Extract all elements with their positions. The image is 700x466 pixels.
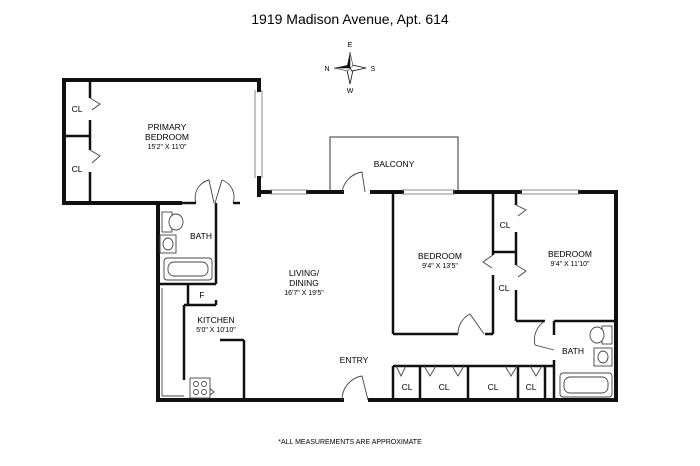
primary-bedroom-label: PRIMARY — [148, 122, 187, 132]
balcony-outline — [329, 136, 459, 190]
primary-bedroom-dims: 15'2" X 11'0" — [147, 144, 187, 151]
compass-n-label: N — [324, 66, 329, 73]
closet-label: CL — [499, 283, 510, 293]
compass-s-label: S — [371, 66, 376, 73]
closet-label: CL — [526, 382, 537, 392]
bath-left-label: BATH — [190, 231, 212, 241]
closet-label: CL — [402, 382, 413, 392]
doors — [89, 97, 555, 401]
kitchen-dims: 5'0" X 10'10" — [196, 327, 236, 334]
bath-right-label: BATH — [562, 346, 584, 356]
compass-w-label: W — [347, 88, 354, 95]
closet-label: CL — [72, 164, 83, 174]
bath-left-fixtures — [159, 211, 213, 281]
compass-e-label: E — [348, 42, 353, 49]
bedroom-mid-label: BEDROOM — [418, 251, 462, 261]
fridge-label: F — [199, 290, 204, 300]
bedroom-right-dims: 9'4" X 11'10" — [550, 261, 590, 268]
bedroom-right-label: BEDROOM — [548, 249, 592, 259]
kitchen-fixtures — [161, 288, 211, 399]
closet-label: CL — [72, 104, 83, 114]
interior-walls — [64, 80, 616, 400]
plan-title: 1919 Madison Avenue, Apt. 614 — [251, 11, 449, 27]
balcony-label: BALCONY — [374, 159, 415, 169]
closet-label: CL — [500, 220, 511, 230]
living-label-2: DINING — [289, 278, 319, 288]
windows — [254, 90, 580, 195]
compass-icon — [333, 51, 367, 85]
closet-label: CL — [488, 382, 499, 392]
kitchen-label: KITCHEN — [197, 315, 234, 325]
entry-label: ENTRY — [340, 355, 369, 365]
bath-right-fixtures — [559, 325, 613, 398]
exterior-walls — [62, 78, 618, 402]
primary-bedroom-label-2: BEDROOM — [145, 132, 189, 142]
living-label: LIVING/ — [289, 268, 320, 278]
closet-label: CL — [439, 382, 450, 392]
measurement-note: *ALL MEASUREMENTS ARE APPROXIMATE — [278, 439, 422, 446]
living-dims: 16'7" X 19'5" — [284, 290, 324, 297]
bedroom-mid-dims: 9'4" X 13'5" — [422, 263, 458, 270]
